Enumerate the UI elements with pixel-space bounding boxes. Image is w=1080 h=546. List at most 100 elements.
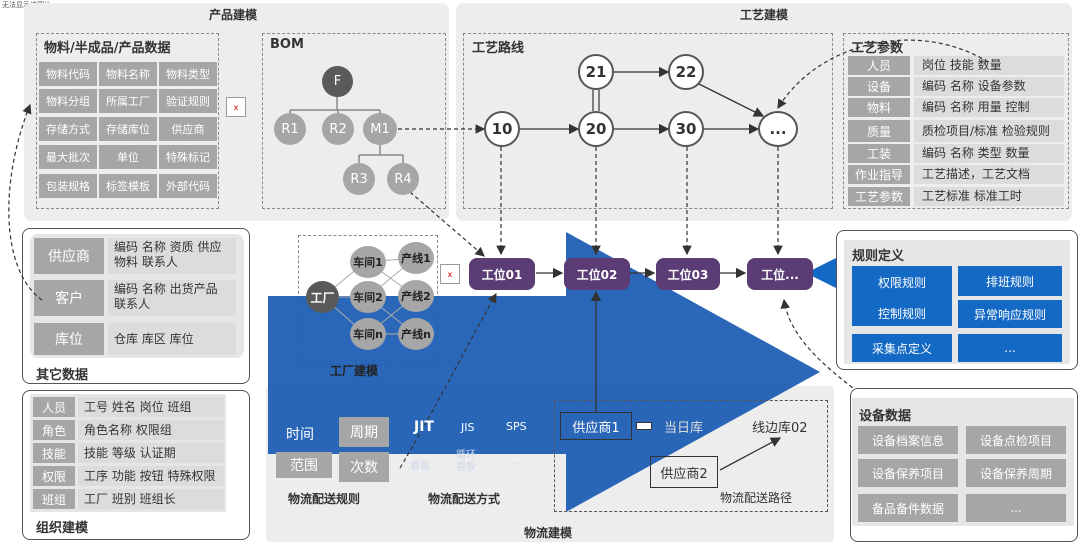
param-label: 设备 [848,77,910,96]
org-label: 技能 [33,443,75,463]
material-field-cell: 包装规格 [39,174,97,198]
line-side-store: 线边库02 [752,421,808,436]
bom-box [262,33,446,209]
material-field-cell: 物料名称 [99,62,157,86]
material-field-cell: 所属工厂 [99,89,157,113]
process-params-box [843,33,1069,209]
station-more: 工位... [747,258,813,290]
param-value: 质检项目/标准 检验规则 [914,120,1064,142]
param-value: 岗位 技能 数量 [914,56,1064,75]
org-value: 工序 功能 按钮 特殊权限 [78,466,224,486]
rule-schedule: 排班规则 [958,266,1062,296]
logistics-rule-time: 时间 [286,427,314,443]
same-day-store: 当日库 [664,421,704,436]
material-field-cell: 物料代码 [39,62,97,86]
org-label: 权限 [33,466,75,486]
equipment-item: ... [966,494,1066,522]
other-data-value: 编码 名称 出货产品 联系人 [108,280,236,316]
station-01: 工位01 [469,258,535,290]
method-kanban: 看板 [410,461,430,472]
material-field-cell: 特殊标记 [159,145,217,169]
broken-image-icon: x [440,264,460,284]
method-more: ... [512,456,522,467]
other-data-label: 供应商 [34,238,104,274]
param-value: 编码 名称 用量 控制 [914,98,1064,117]
material-field-cell: 最大批次 [39,145,97,169]
rule-more: ... [958,334,1062,362]
other-data-label: 库位 [34,323,104,355]
broken-image-icon: x [226,97,246,117]
org-label: 角色 [33,420,75,440]
station-03: 工位03 [656,258,720,290]
other-data-title: 其它数据 [36,368,89,383]
route-node-20: 20 [578,111,614,147]
equipment-item: 备品备件数据 [858,494,958,522]
workshop-node-n: 车间n [350,318,386,350]
supplier1-connector [636,422,652,430]
logistics-modeling-title: 物流建模 [524,526,573,540]
material-field-cell: 单位 [99,145,157,169]
org-value: 角色名称 权限组 [78,420,224,440]
process-params-title: 工艺参数 [851,41,904,56]
route-node-more: ... [758,111,798,147]
equipment-item: 设备保养项目 [858,459,958,487]
method-jis: JIS [461,421,475,434]
param-value: 编码 名称 类型 数量 [914,144,1064,163]
bom-node-r3: R3 [343,163,375,195]
org-value: 工号 姓名 岗位 班组 [78,397,224,417]
material-field-cell: 标签模板 [99,174,157,198]
equipment-item: 设备保养周期 [966,459,1066,487]
material-field-cell: 存储库位 [99,117,157,141]
org-label: 人员 [33,397,75,417]
route-node-30: 30 [668,111,704,147]
logistics-paths-title: 物流配送路径 [720,491,793,505]
param-label: 物料 [848,98,910,117]
logistics-methods-title: 物流配送方式 [428,492,501,506]
org-label: 班组 [33,489,75,509]
material-field-cell: 验证规则 [159,89,217,113]
method-jit: JIT [414,419,434,435]
route-node-22: 22 [668,54,704,90]
param-label: 人员 [848,56,910,75]
org-value: 技能 等级 认证期 [78,443,224,463]
rule-definition-title: 规则定义 [852,249,905,264]
material-data-box [36,33,219,209]
factory-node: 工厂 [306,281,339,313]
equipment-data-title: 设备数据 [859,409,912,424]
bom-title: BOM [270,37,304,52]
supplier2-box: 供应商2 [650,456,718,488]
material-field-cell: 外部代码 [159,174,217,198]
workshop-node-1: 车间1 [350,246,386,278]
route-node-10: 10 [484,111,520,147]
material-field-cell: 存储方式 [39,117,97,141]
param-value: 工艺描述，工艺文档 [914,165,1064,184]
material-field-cell: 物料分组 [39,89,97,113]
process-route-box [463,33,833,209]
line-node-2: 产线2 [398,280,434,312]
process-route-title: 工艺路线 [472,41,525,56]
material-field-cell: 供应商 [159,117,217,141]
equipment-item: 设备点检项目 [966,426,1066,454]
org-value: 工厂 班别 班组长 [78,489,224,509]
logistics-rule-count: 次数 [339,452,389,482]
supplier1-box: 供应商1 [560,412,632,440]
rule-exception: 异常响应规则 [958,300,1062,328]
process-modeling-title: 工艺建模 [740,8,789,22]
other-data-value: 仓库 库区 库位 [108,323,236,355]
method-loop-kanban: 循环看板 [456,450,476,473]
other-data-value: 编码 名称 资质 供应物料 联系人 [108,238,236,274]
param-value: 编码 名称 设备参数 [914,77,1064,96]
line-node-1: 产线1 [398,242,434,274]
rule-permission: 权限规则 [852,266,952,326]
route-node-21: 21 [578,54,614,90]
bom-node-r4: R4 [387,163,419,195]
org-modeling-title: 组织建模 [36,521,89,536]
param-label: 作业指导 [848,165,910,184]
logistics-rule-cycle: 周期 [339,417,389,447]
station-02: 工位02 [564,258,630,290]
rule-collection-point: 采集点定义 [852,334,952,362]
bom-node-r2: R2 [322,113,354,145]
bom-node-m1: M1 [363,113,397,145]
param-value: 工艺标准 标准工时 [914,187,1064,206]
